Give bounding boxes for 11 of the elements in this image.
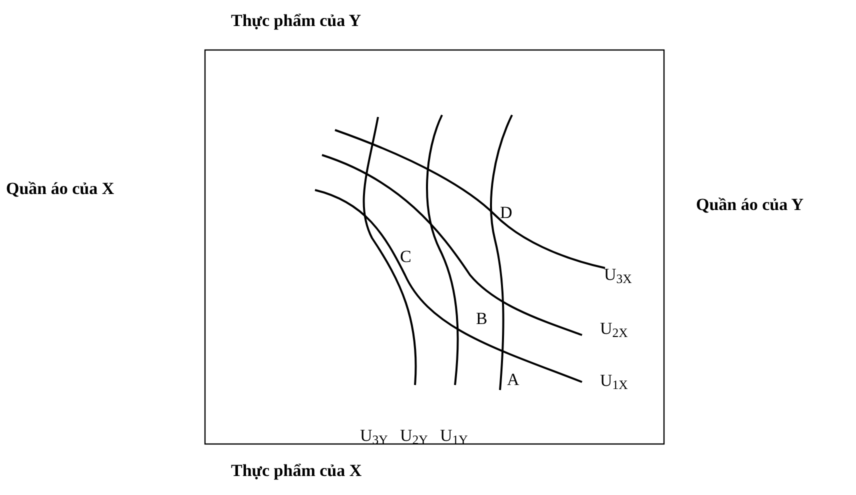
point-label: A [507,369,520,391]
point-label: B [476,308,488,330]
curve-label: U$_{1X}$ [600,370,628,394]
point-label: C [400,246,412,268]
axis-label: Quần áo của Y [696,194,804,216]
curve-label: U$_{3X}$ [604,264,632,288]
axis-label: Quần áo của X [6,178,114,200]
point-label: D [500,202,512,224]
axis-label: Thực phẩm của Y [231,10,362,32]
curve-label: U$_{2X}$ [600,318,628,342]
axis-label: Thực phẩm của X [231,460,362,482]
